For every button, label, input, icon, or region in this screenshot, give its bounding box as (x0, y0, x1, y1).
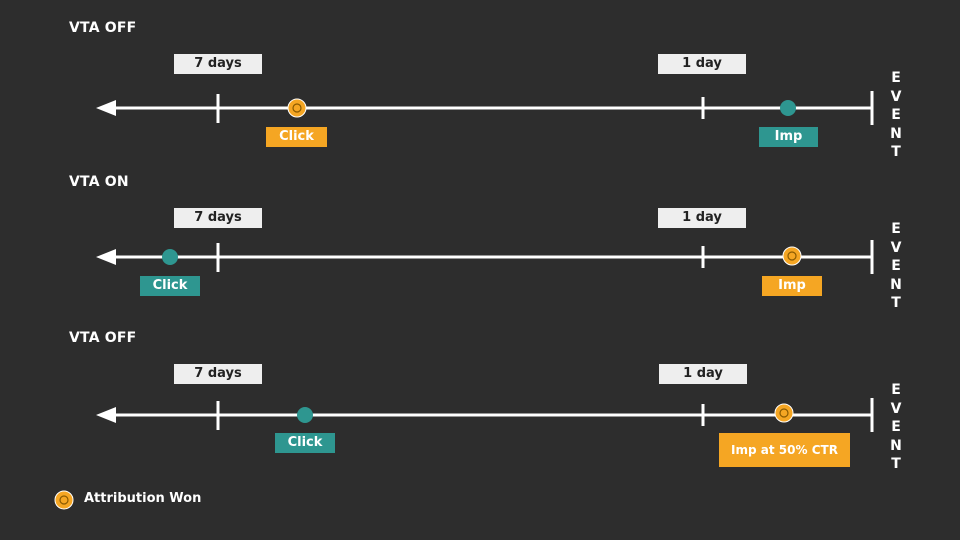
arrow-left-icon (96, 249, 116, 265)
legend-label: Attribution Won (84, 491, 202, 506)
imp-tag: Imp (762, 276, 822, 296)
panel-title: VTA OFF (69, 330, 137, 346)
imp-marker (782, 246, 802, 266)
imp-marker (780, 100, 796, 116)
timeline-panel-2: VTA ON 7 days 1 day Click Imp E V E N T (0, 153, 960, 311)
timeline-1 (96, 91, 874, 125)
event-label: E V E N T (890, 70, 902, 160)
label-1-day: 1 day (658, 208, 746, 228)
click-marker (287, 98, 307, 118)
arrow-left-icon (96, 407, 116, 423)
panel-title: VTA OFF (69, 20, 137, 36)
imp-tag: Imp (759, 127, 818, 147)
label-1-day: 1 day (658, 54, 746, 74)
label-7-days: 7 days (174, 208, 262, 228)
click-tag: Click (140, 276, 200, 296)
timeline-panel-1: VTA OFF 7 days 1 day Click Imp E V E N T (0, 0, 960, 160)
timeline-2 (96, 240, 874, 274)
label-7-days: 7 days (174, 54, 262, 74)
click-marker (297, 407, 313, 423)
click-tag: Click (275, 433, 335, 453)
click-marker (162, 249, 178, 265)
arrow-left-icon (96, 100, 116, 116)
timeline-3 (96, 398, 874, 432)
event-label: E V E N T (890, 382, 902, 472)
event-label: E V E N T (890, 221, 902, 311)
attribution-won-icon (54, 490, 74, 510)
label-1-day: 1 day (659, 364, 747, 384)
imp-marker (774, 403, 794, 423)
timeline-panel-3: VTA OFF 7 days 1 day Click Imp at 50% CT… (0, 309, 960, 472)
imp-tag: Imp at 50% CTR (719, 433, 850, 467)
label-7-days: 7 days (174, 364, 262, 384)
click-tag: Click (266, 127, 327, 147)
panel-title: VTA ON (69, 174, 129, 190)
